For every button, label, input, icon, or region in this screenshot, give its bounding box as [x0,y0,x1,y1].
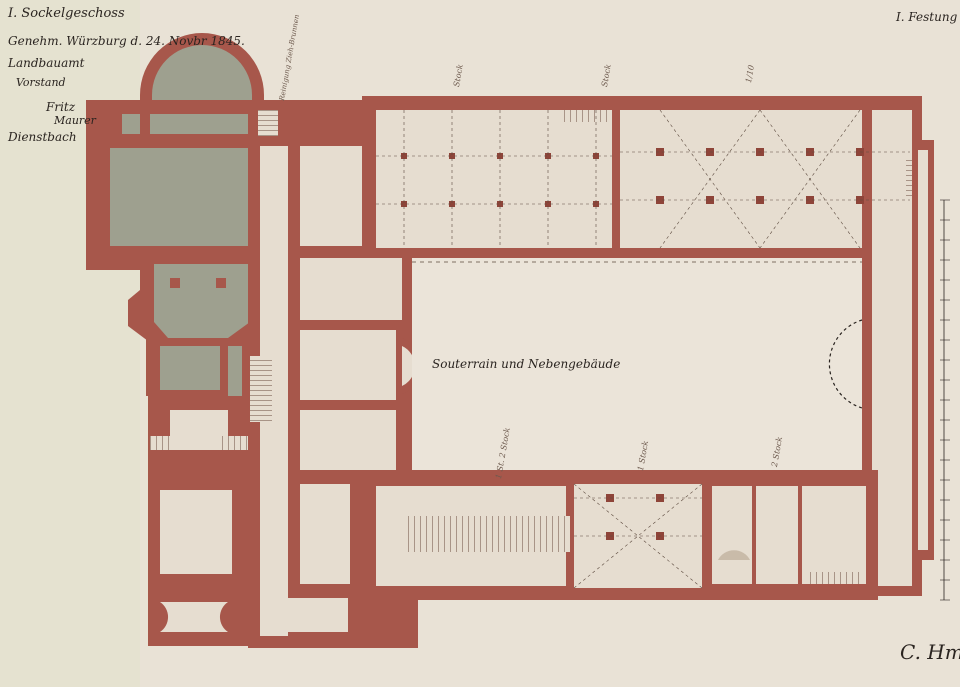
sw-stair-left [150,436,172,450]
pillar [401,153,407,159]
sheet-label-right: I. Festung [896,10,958,24]
pillar [545,201,551,207]
west-stair-main [250,356,272,422]
central-room-4 [300,410,396,470]
south-small-stair [806,572,862,584]
north-hall-east [620,110,910,248]
pillar [497,153,503,159]
pillar [449,153,455,159]
pillar [656,196,664,204]
pillar-1 [170,278,180,288]
central-room-5 [300,484,350,584]
pillar [593,201,599,207]
chief-note: Vorstand [16,76,66,89]
courtyard [412,258,862,470]
lower-room [160,346,220,390]
central-room-1 [300,146,362,246]
sw-round-room [160,602,228,632]
tower-strip-room [150,114,250,134]
office-note: Landbauamt [8,56,85,70]
name-maurer: Maurer [54,114,96,127]
pillar [449,201,455,207]
signature: C. Hm [900,640,960,664]
east-protrusion-inner [918,150,928,550]
vault-diagonal [659,109,761,249]
central-apse-inner [402,346,415,386]
north-wing [362,96,918,258]
west-small-stair [258,110,278,136]
tower-main-room [110,148,250,246]
pillar-2 [216,278,226,288]
octagon-interior [154,264,250,338]
name-dienstbach: Dienstbach [8,130,77,144]
sw-room-2 [160,490,232,574]
pillar [401,201,407,207]
pillar [806,196,814,204]
central-room-2 [300,258,402,320]
plan-caption: Souterrain und Nebengebäude [432,357,621,371]
central-room-3 [300,330,396,400]
east-wing [862,96,934,596]
south-wing [362,470,878,600]
north-stair [560,110,608,122]
south-spiral-stair [718,550,750,560]
east-corridor [872,110,912,586]
south-room-b [756,486,798,584]
south-long-stair [404,516,570,552]
sheet-label-left: I. Sockelgeschoss [8,6,125,21]
apse-interior [152,45,252,102]
sw-room-1 [170,410,228,450]
central-room-6 [262,598,348,632]
pillar [806,148,814,156]
name-fritz: Fritz [46,100,76,114]
south-vault-hall [574,484,702,588]
vault-lines [376,109,910,589]
vault-diagonal [759,109,861,249]
pillar [656,148,664,156]
south-room-c [802,486,866,584]
pillar [497,201,503,207]
tower-small-cell [122,114,140,134]
approval-note: Genehm. Würzburg d. 24. Novbr 1845. [8,34,245,48]
sw-stair-right [222,436,250,450]
scale-bar [940,199,950,601]
pillar [545,153,551,159]
south-room-a [712,486,752,584]
north-hall-west [376,110,612,248]
pillar [593,153,599,159]
